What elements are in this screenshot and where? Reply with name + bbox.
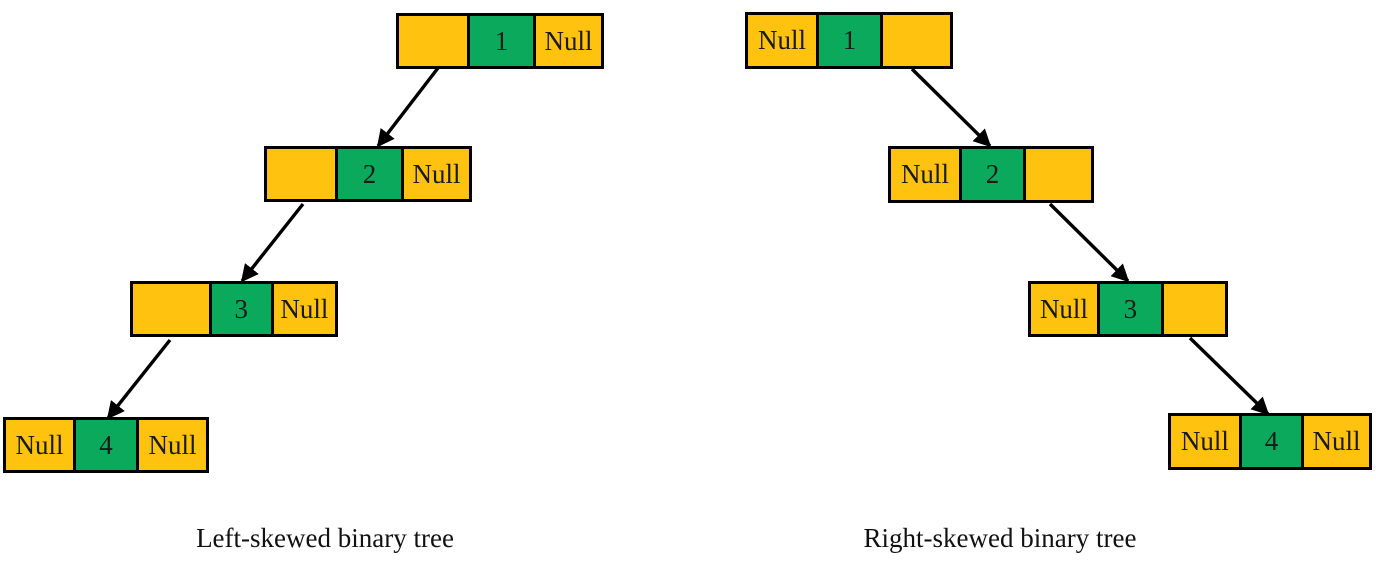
edge-L3-L4: [106, 338, 172, 420]
node-R1[interactable]: Null 1: [745, 12, 953, 69]
caption-left-skewed: Left-skewed binary tree: [196, 523, 454, 553]
node-L3-right-pointer: Null: [270, 284, 335, 334]
node-R3-right-pointer: [1160, 284, 1225, 334]
node-R3-value: 3: [1096, 284, 1161, 334]
node-R2-right-pointer: [1023, 149, 1091, 200]
node-L4[interactable]: Null 4 Null: [3, 417, 209, 473]
edge-R1-R2: [910, 67, 992, 148]
node-R2-left-pointer: Null: [891, 149, 959, 200]
edge-L2-L3: [240, 202, 305, 283]
node-L1[interactable]: 1 Null: [396, 13, 604, 69]
node-L3-left-pointer: [133, 284, 209, 334]
node-R4-value: 4: [1238, 416, 1302, 467]
edge-L1-L2: [376, 66, 440, 148]
caption-right-skewed: Right-skewed binary tree: [863, 523, 1137, 553]
node-L3[interactable]: 3 Null: [130, 281, 338, 337]
node-L1-right-pointer: Null: [532, 16, 601, 66]
node-R3[interactable]: Null 3: [1028, 281, 1228, 337]
node-L4-right-pointer: Null: [136, 420, 207, 470]
node-R2-value: 2: [958, 149, 1024, 200]
node-R1-right-pointer: [880, 15, 950, 66]
node-R4[interactable]: Null 4 Null: [1168, 413, 1372, 470]
node-R2[interactable]: Null 2: [888, 146, 1094, 203]
node-L4-value: 4: [72, 420, 137, 470]
node-R1-left-pointer: Null: [748, 15, 816, 66]
node-L1-value: 1: [466, 16, 533, 66]
node-L2-left-pointer: [267, 149, 335, 199]
node-L2-value: 2: [334, 149, 401, 199]
node-L2-right-pointer: Null: [400, 149, 469, 199]
node-L3-value: 3: [208, 284, 271, 334]
node-L4-left-pointer: Null: [6, 420, 73, 470]
node-L2[interactable]: 2 Null: [264, 146, 472, 202]
node-R4-right-pointer: Null: [1301, 416, 1369, 467]
edge-R2-R3: [1048, 202, 1130, 283]
node-R3-left-pointer: Null: [1031, 284, 1097, 334]
node-L1-left-pointer: [399, 16, 467, 66]
edge-R3-R4: [1188, 336, 1270, 416]
node-R1-value: 1: [815, 15, 881, 66]
node-R4-left-pointer: Null: [1171, 416, 1239, 467]
